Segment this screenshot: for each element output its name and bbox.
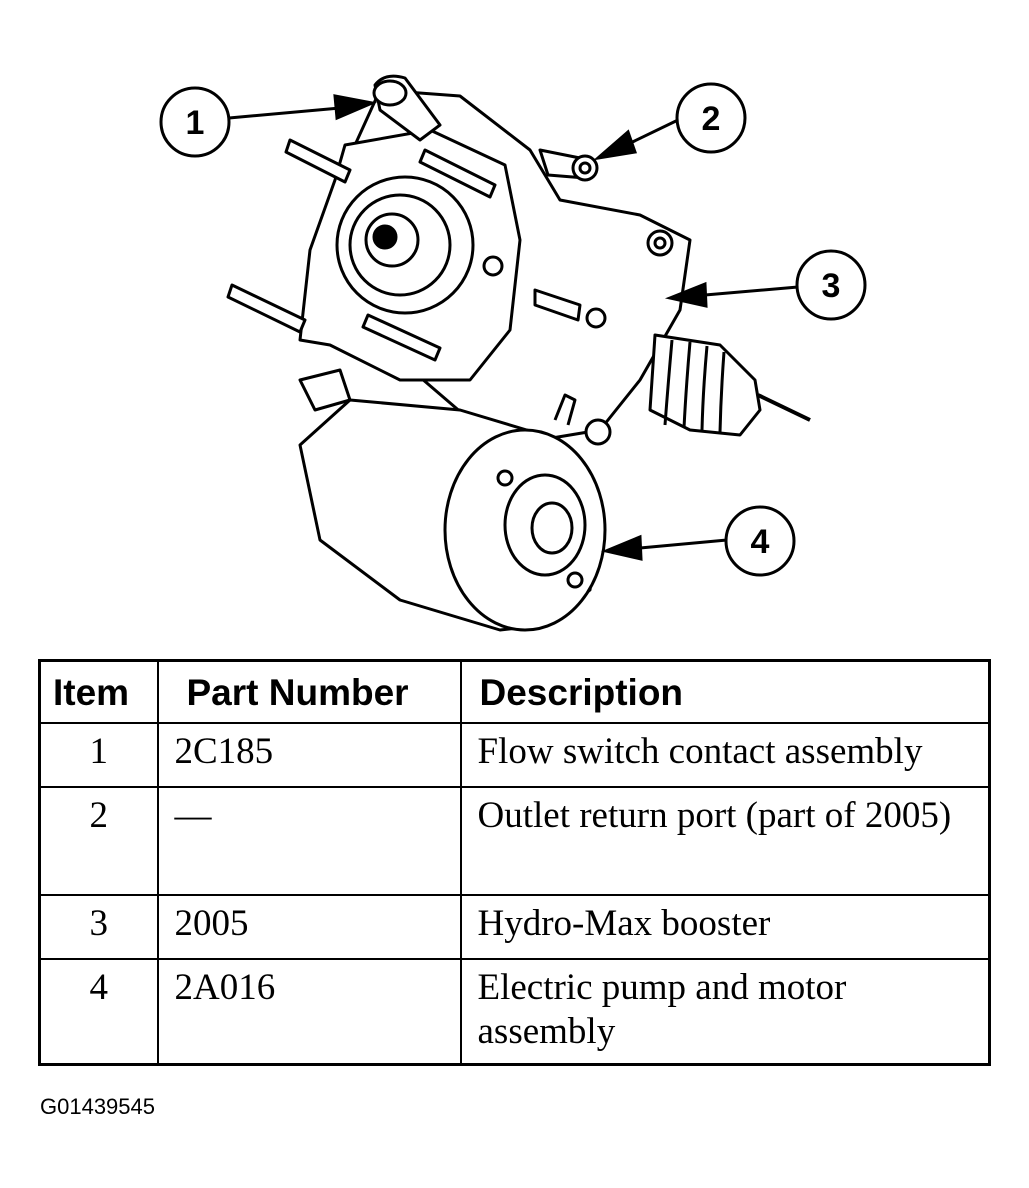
cell-description: Outlet return port (part of 2005) (459, 785, 991, 896)
stud-upper-right (418, 148, 497, 199)
callout-circle-1 (159, 86, 231, 158)
cell-item: 4 (38, 957, 159, 1066)
header-part-number: Part Number (156, 659, 462, 724)
callout-number-4: 4 (751, 523, 770, 561)
cell-item: 2 (38, 785, 159, 896)
arrow-1 (333, 94, 378, 121)
stud-lower-right (361, 313, 442, 362)
hydro-max-booster-illustration: 1 2 3 4 (159, 74, 867, 632)
stud-upper-left (284, 138, 352, 184)
cell-part-number: 2A016 (156, 957, 462, 1066)
arrow-3 (664, 281, 708, 308)
arrow-4 (601, 534, 643, 561)
cell-description: Flow switch contact assembly (459, 721, 991, 788)
cell-item: 3 (38, 893, 159, 960)
parts-table: Item Part Number Description 1 2C185 Flo… (38, 659, 991, 1066)
arrow-2 (593, 129, 638, 161)
table-row: 1 2C185 Flow switch contact assembly (38, 721, 991, 788)
cell-item: 1 (38, 721, 159, 788)
callout-circle-3 (795, 249, 867, 321)
cell-description: Hydro-Max booster (459, 893, 991, 960)
callout-number-1: 1 (186, 104, 205, 142)
callout-circle-2 (675, 82, 747, 154)
stud-lower-left (226, 283, 307, 334)
cell-part-number: 2C185 (156, 721, 462, 788)
header-description: Description (459, 659, 991, 724)
table-row: 2 — Outlet return port (part of 2005) (38, 785, 991, 896)
table-header-row: Item Part Number Description (38, 659, 991, 724)
callout-number-2: 2 (702, 100, 721, 138)
cell-part-number: — (156, 785, 462, 896)
figure-id: G01439545 (40, 1094, 155, 1119)
cell-part-number: 2005 (156, 893, 462, 960)
callout-circle-4 (724, 505, 796, 577)
table-row: 3 2005 Hydro-Max booster (38, 893, 991, 960)
header-item: Item (38, 659, 159, 724)
table-row: 4 2A016 Electric pump and motor assembly (38, 957, 991, 1066)
cell-description: Electric pump and motor assembly (459, 957, 991, 1066)
callout-number-3: 3 (822, 267, 841, 305)
